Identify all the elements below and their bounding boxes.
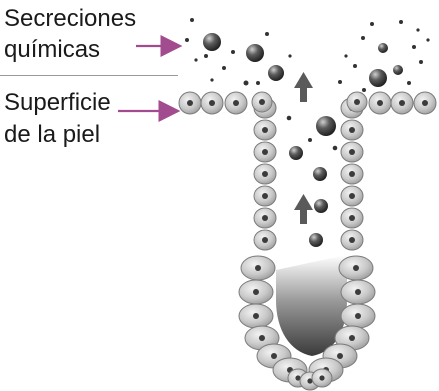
secretion-droplet <box>313 167 327 181</box>
cell <box>224 91 248 115</box>
secretion-droplet <box>185 38 189 42</box>
label-secretions-line1: Secreciones <box>4 5 137 32</box>
secretion-droplet <box>286 115 292 121</box>
cell <box>340 207 364 229</box>
secretion-droplet <box>308 138 312 142</box>
label-surface-line2: de la piel <box>4 121 101 148</box>
secretion-droplet <box>222 66 226 70</box>
cell <box>253 229 277 251</box>
secretion-droplet <box>256 81 260 85</box>
secretion-droplet <box>288 54 292 58</box>
secretion-droplet <box>369 69 387 87</box>
secretion-droplet <box>289 146 303 160</box>
secretion-droplet <box>362 88 366 92</box>
secretion-droplet <box>316 116 336 136</box>
secretion-droplet <box>393 65 403 75</box>
secretion-droplet <box>378 43 388 53</box>
cell <box>238 279 274 305</box>
cell <box>253 207 277 229</box>
secretion-droplet <box>314 199 328 213</box>
secretion-droplet <box>416 28 420 32</box>
secretion-droplet <box>407 81 411 85</box>
cell <box>178 91 202 115</box>
cell <box>340 279 376 305</box>
divider-line <box>0 75 178 76</box>
gland-lumen <box>276 255 347 356</box>
cell <box>346 91 368 113</box>
cell <box>251 91 273 113</box>
secretion-droplet <box>353 64 357 68</box>
cell <box>413 91 437 115</box>
secretion-droplet <box>412 45 416 49</box>
cell <box>340 141 364 163</box>
cell <box>340 163 364 185</box>
secretion-droplet <box>268 65 284 81</box>
label-secretions-line2: químicas <box>4 36 101 63</box>
secretion-droplet <box>203 33 221 51</box>
secretion-droplet <box>194 58 198 62</box>
secretion-droplet <box>332 145 338 151</box>
cell <box>253 141 277 163</box>
secretion-droplet <box>243 80 249 86</box>
epithelial-cells <box>178 91 437 391</box>
cell <box>311 368 333 388</box>
cell <box>238 303 274 329</box>
label-surface-line1: Superficie <box>4 89 111 116</box>
cell <box>253 119 277 141</box>
secretion-droplet <box>370 22 374 26</box>
cell <box>338 255 374 281</box>
cell <box>340 229 364 251</box>
cell <box>368 91 392 115</box>
upward-arrow-top <box>294 72 313 102</box>
secretion-droplet <box>309 233 323 247</box>
secretion-droplet <box>399 20 403 24</box>
secretion-droplet <box>426 38 430 42</box>
secretion-droplet <box>190 18 194 22</box>
cell <box>340 185 364 207</box>
secretion-droplet <box>231 50 235 54</box>
upward-arrow-middle <box>294 194 313 224</box>
secretion-droplet <box>246 44 264 62</box>
secretion-droplet <box>419 60 423 64</box>
cell <box>390 91 414 115</box>
secretion-droplets <box>185 18 430 247</box>
secretion-droplet <box>265 32 269 36</box>
secretion-droplet <box>204 54 208 58</box>
secretion-droplet <box>344 54 348 58</box>
secretion-droplet <box>210 78 214 82</box>
cell <box>253 185 277 207</box>
secretion-droplet <box>361 36 365 40</box>
cell <box>200 91 224 115</box>
cell <box>340 119 364 141</box>
secretion-droplet <box>338 80 342 84</box>
cell <box>240 255 276 281</box>
cell <box>253 163 277 185</box>
cell <box>340 303 376 329</box>
